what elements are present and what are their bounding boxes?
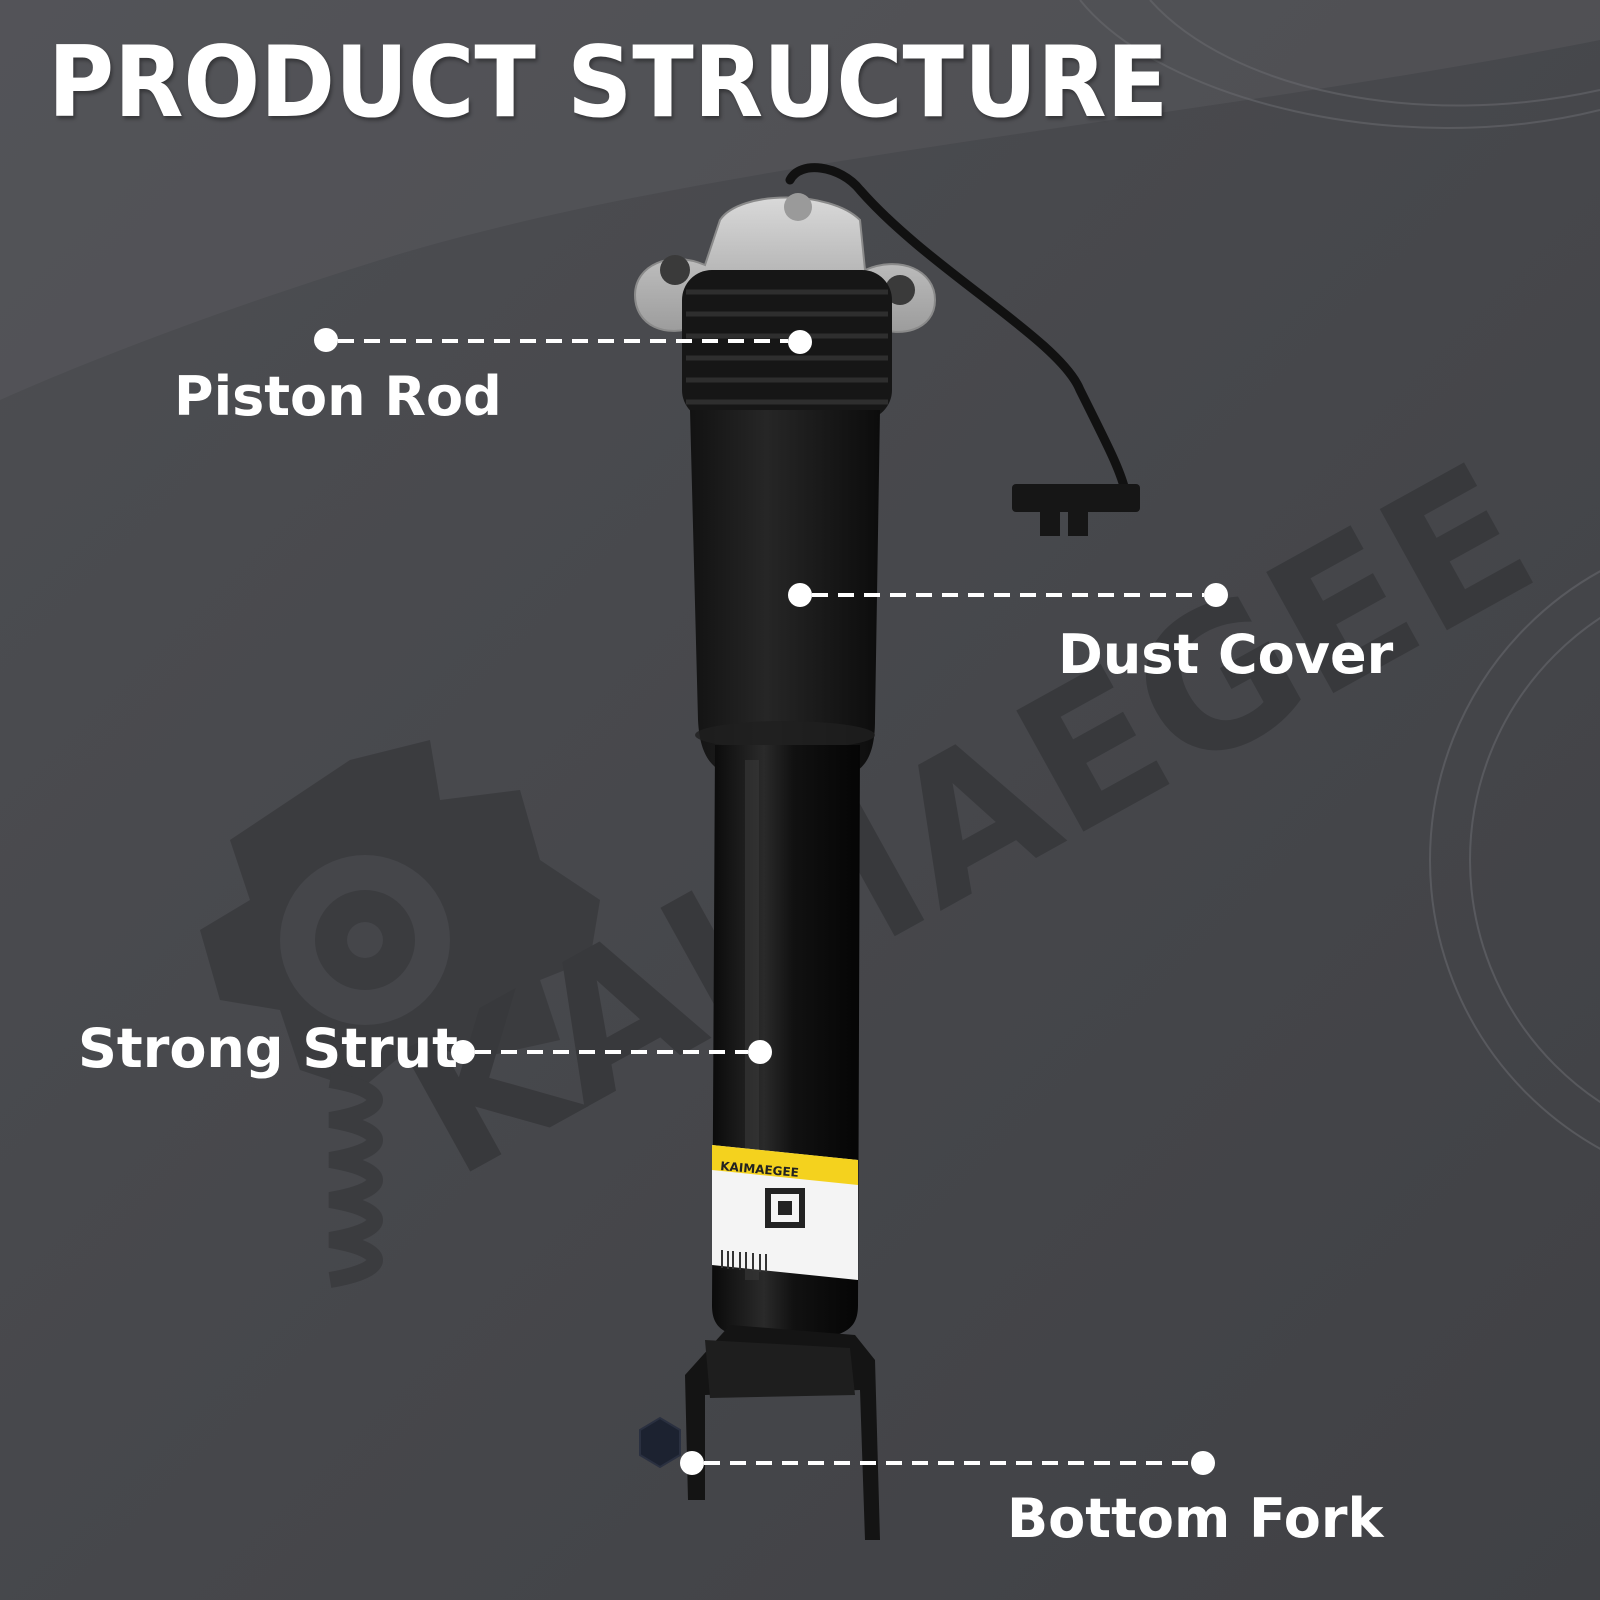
decorative-arcs <box>1079 0 1600 1150</box>
sensor-cable <box>785 163 1130 495</box>
callout-lines <box>314 328 1228 1475</box>
callout-line-bottom-fork <box>680 1451 1215 1475</box>
callout-line-strong-strut <box>451 1040 772 1064</box>
bottom-fork <box>639 1325 880 1540</box>
piston-rod-bellows <box>682 270 892 420</box>
dust-cover <box>690 410 880 778</box>
cable-connector-icon <box>1012 484 1140 536</box>
callout-label-dust-cover: Dust Cover <box>1058 623 1394 686</box>
callout-line-piston-rod <box>314 328 812 354</box>
label-brand: KAIMAEGEE <box>720 1159 800 1180</box>
page-title: PRODUCT STRUCTURE <box>48 26 1169 140</box>
callout-label-piston-rod: Piston Rod <box>174 365 502 428</box>
product-label: KAIMAEGEE <box>712 1145 858 1280</box>
bolt-icon <box>639 1416 681 1469</box>
callout-label-bottom-fork: Bottom Fork <box>1007 1487 1384 1550</box>
background-swoosh <box>0 0 1600 400</box>
watermark-gear-icon <box>200 740 600 1288</box>
callout-label-strong-strut: Strong Strut <box>78 1017 458 1080</box>
callout-line-dust-cover <box>788 583 1228 607</box>
